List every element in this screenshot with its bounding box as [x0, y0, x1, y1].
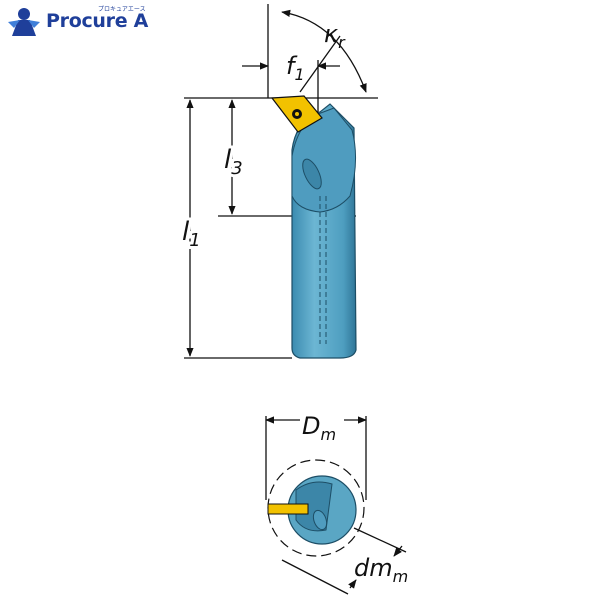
brand-name: Procure A: [46, 10, 149, 32]
f1-label: f1: [286, 52, 305, 84]
brand-katakana: プロキュアエース: [98, 6, 146, 13]
dm-label: Dm: [302, 412, 336, 444]
kr-label: κr: [324, 20, 346, 52]
logo-person-icon: [8, 8, 40, 36]
dmm-label: dmm: [354, 554, 408, 586]
f1-dimension: [242, 60, 340, 112]
l1-label: l1: [182, 217, 201, 251]
l1-dimension: [184, 99, 292, 359]
dmm-dimension: [281, 527, 407, 595]
kr-angle-dimension: [267, 4, 367, 98]
end-view-insert: [267, 503, 309, 515]
dm-dimension: [265, 416, 367, 500]
coolant-hole: [302, 158, 322, 190]
brand-logo: プロキュアエース Procure A: [6, 4, 206, 38]
boring-bar-side-view: [270, 95, 357, 359]
boring-bar-end-view: [267, 459, 365, 557]
l3-label: l3: [224, 145, 243, 179]
